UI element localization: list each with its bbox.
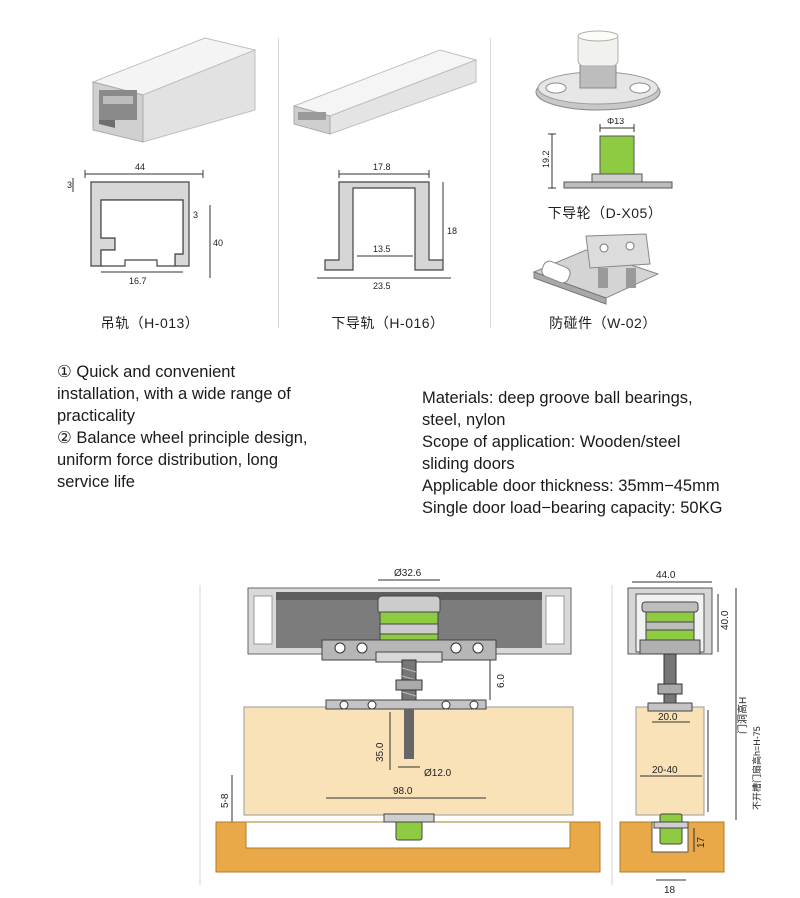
dim-lower-rail-bottom: 23.5 — [373, 281, 391, 291]
dim-side-plate: 20.0 — [658, 712, 678, 723]
lower-rail-drawing: 17.8 18 13.5 23.5 — [317, 162, 457, 291]
stopper-render — [532, 233, 660, 305]
hanging-rail-render — [91, 37, 257, 143]
spec-line: Single door load−bearing capacity: 50KG — [422, 499, 723, 517]
specs-list: Materials: deep groove ball bearings, st… — [422, 387, 722, 519]
dim-front-hole: Ø12.0 — [424, 768, 452, 779]
label-door-leaf-height: 不开槽门扇高h=H-75 — [751, 726, 762, 810]
product-panel: 44 3 3 40 16.7 吊轨（H-013） 17.8 18 13.5 23… — [0, 0, 800, 340]
dim-front-screw: 35.0 — [375, 742, 386, 762]
dim-wheel-height: 19.2 — [541, 150, 551, 168]
feature-line: service life — [57, 473, 135, 491]
divider — [278, 38, 279, 328]
lower-rail-render — [292, 49, 478, 135]
hanging-rail-drawing: 44 3 3 40 16.7 — [67, 162, 223, 286]
caption-stopper: 防碰件（W-02） — [549, 315, 657, 331]
caption-lower-rail: 下导轨（H-016） — [331, 315, 445, 331]
dim-lower-rail-top: 17.8 — [373, 162, 391, 172]
guide-wheel-drawing: Φ13 19.2 — [541, 118, 673, 189]
dim-rail-height: 40 — [213, 238, 223, 248]
dim-lower-rail-inner: 13.5 — [373, 244, 391, 254]
feature-line: installation, with a wide range of — [57, 385, 291, 403]
dim-wheel-diameter: Φ13 — [607, 118, 624, 126]
guide-wheel-render — [535, 30, 661, 111]
spec-line: sliding doors — [422, 455, 515, 473]
dim-side-rail-height: 40.0 — [720, 610, 731, 630]
dim-front-plate: 98.0 — [393, 786, 413, 797]
feature-line: uniform force distribution, long — [57, 451, 279, 469]
features-list: ① Quick and convenient installation, wit… — [57, 361, 308, 493]
dim-side-guide-height: 17 — [696, 836, 707, 848]
spec-line: Applicable door thickness: 35mm−45mm — [422, 477, 720, 495]
caption-hanging-rail: 吊轨（H-013） — [100, 315, 200, 331]
dim-front-bottom: 5-8 — [220, 793, 231, 808]
feature-line: practicality — [57, 407, 135, 425]
caption-guide-wheel: 下导轮（D-X05） — [547, 205, 663, 221]
dim-rail-lip: 3 — [193, 210, 198, 220]
assembly-diagram: Ø32.6 6.0 35.0 Ø12.0 98.0 5-8 44.0 40.0 … — [199, 568, 762, 896]
spec-line: Scope of application: Wooden/steel — [422, 433, 681, 451]
divider — [490, 38, 491, 328]
dim-rail-flange: 3 — [67, 180, 72, 190]
dim-front-gap: 6.0 — [496, 674, 507, 688]
dim-side-guide-width: 18 — [664, 885, 676, 896]
feature-line: ② Balance wheel principle design, — [57, 429, 308, 447]
dim-front-wheel: Ø32.6 — [394, 568, 422, 579]
feature-line: ① Quick and convenient — [57, 363, 236, 381]
dim-lower-rail-height: 18 — [447, 226, 457, 236]
dim-side-door: 20-40 — [652, 765, 678, 776]
spec-line: steel, nylon — [422, 411, 506, 429]
dim-rail-opening: 16.7 — [129, 276, 147, 286]
dim-side-rail-width: 44.0 — [656, 570, 676, 581]
label-opening-height: 门洞高H — [736, 697, 749, 734]
dim-rail-width: 44 — [135, 162, 145, 172]
spec-line: Materials: deep groove ball bearings, — [422, 389, 693, 407]
